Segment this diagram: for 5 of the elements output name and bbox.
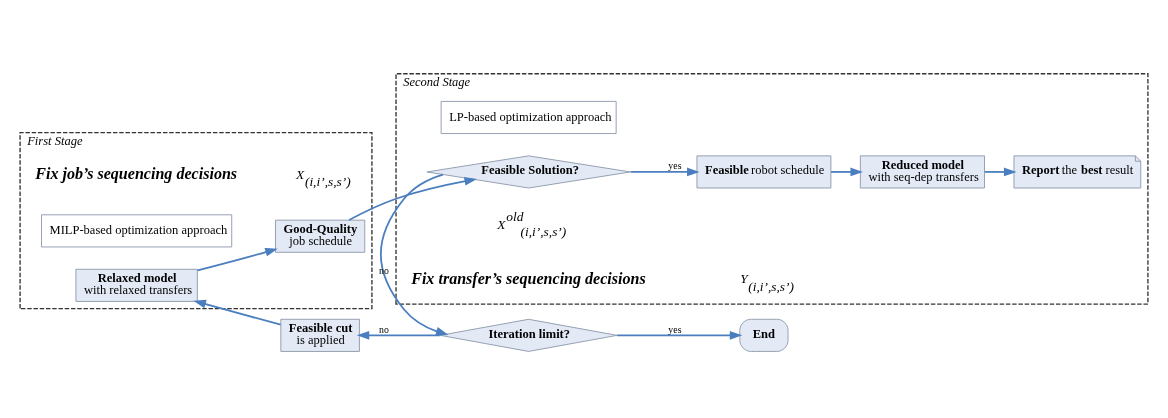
edge-label: no [379,323,389,335]
edge-label: yes [668,160,682,172]
edge-label: yes [668,323,682,335]
label: Fix transfer’s sequencing decisions [411,269,646,287]
label: Fix job’s sequencing decisions [35,165,238,183]
